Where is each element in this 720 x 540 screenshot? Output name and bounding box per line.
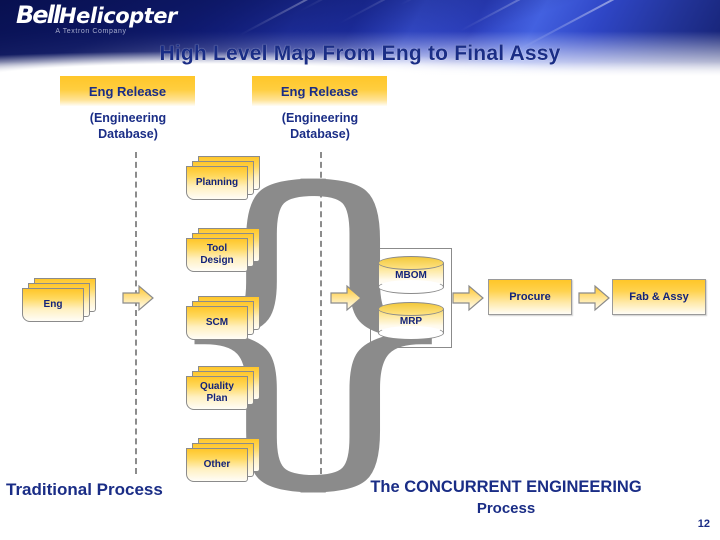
arrow-procure-to-fab: [578, 284, 610, 312]
arrow-eng-to-stacks: [122, 284, 154, 312]
eng-release-box-left: Eng Release: [60, 76, 195, 106]
database-mrp-label: MRP: [399, 315, 423, 327]
database-mbom: MBOM: [378, 256, 444, 294]
caption-concurrent-engineering: The CONCURRENT ENGINEERING Process: [300, 476, 712, 520]
process-box-procure: Procure: [488, 279, 572, 315]
banner-bottom-fade: [0, 62, 720, 78]
doc-stack-quality-plan-line2: Plan: [206, 393, 228, 404]
doc-sheet-front: [186, 376, 248, 410]
eng-release-box-right: Eng Release: [252, 76, 387, 106]
divider-dashed-right: [320, 152, 322, 474]
arrow-databases-to-procure: [452, 284, 484, 312]
cylinder-bottom: [378, 326, 444, 340]
doc-stack-planning-label: Planning: [195, 177, 239, 188]
process-box-fab-assy: Fab & Assy: [612, 279, 706, 315]
cylinder-bottom: [378, 280, 444, 294]
page-title: High Level Map From Eng to Final Assy: [159, 42, 561, 65]
doc-stack-tool-design-line2: Design: [200, 255, 234, 266]
doc-sheet-front: [22, 288, 84, 322]
cylinder-top: [378, 302, 444, 316]
database-group-container: [370, 248, 452, 348]
doc-sheet-front: [186, 306, 248, 340]
eng-release-subtitle-right-line1: (Engineering: [281, 111, 359, 125]
doc-stack-other: Other: [186, 438, 260, 482]
logo-tagline: A Textron Company: [55, 28, 127, 35]
header-banner: BellHelicopter A Textron Company: [0, 0, 720, 78]
bell-helicopter-logo: BellHelicopter A Textron Company: [16, 1, 196, 38]
logo-brand-text: Bell: [16, 1, 61, 29]
arrow-stacks-to-databases: [330, 284, 362, 312]
process-box-fab-assy-label: Fab & Assy: [629, 291, 689, 303]
logo-wordmark: BellHelicopter: [16, 1, 196, 29]
database-mrp: MRP: [378, 302, 444, 340]
eng-release-subtitle-left-line2: Database): [98, 127, 158, 141]
cylinder-top: [378, 256, 444, 270]
doc-stack-scm-label: SCM: [205, 317, 229, 328]
doc-sheet-front: [186, 238, 248, 272]
eng-release-label-right: Eng Release: [280, 83, 359, 99]
doc-sheet-front: [186, 166, 248, 200]
doc-stack-quality-plan-label: Quality Plan: [186, 376, 248, 410]
doc-stack-other-label: Other: [203, 459, 231, 470]
eng-release-subtitle-left: (Engineering Database): [48, 110, 208, 142]
eng-release-subtitle-right: (Engineering Database): [240, 110, 400, 142]
process-box-procure-label: Procure: [509, 291, 551, 303]
caption-concurrent-line2: Process: [476, 500, 536, 517]
doc-stack-tool-design-line1: Tool: [206, 243, 228, 254]
doc-stack-quality-plan-line1: Quality: [200, 381, 234, 392]
logo-product-text: Helicopter: [59, 4, 177, 28]
caption-traditional-process: Traditional Process: [6, 480, 163, 499]
eng-release-label-left: Eng Release: [88, 83, 167, 99]
doc-sheet-front: [186, 448, 248, 482]
eng-release-subtitle-right-line2: Database): [290, 127, 350, 141]
doc-stack-tool-design: Tool Design: [186, 228, 260, 272]
doc-stack-quality-plan: Quality Plan: [186, 366, 260, 410]
database-mbom-label: MBOM: [395, 269, 427, 281]
doc-stack-scm: SCM: [186, 296, 260, 340]
page-number: 12: [697, 518, 710, 530]
doc-stack-eng-label: Eng: [43, 299, 63, 310]
doc-stack-eng: Eng: [22, 278, 96, 322]
divider-dashed-left: [135, 152, 137, 474]
caption-concurrent-line1: The CONCURRENT ENGINEERING: [370, 478, 642, 496]
doc-stack-tool-design-label: Tool Design: [186, 238, 248, 272]
doc-stack-planning: Planning: [186, 156, 260, 200]
eng-release-subtitle-left-line1: (Engineering: [89, 111, 167, 125]
